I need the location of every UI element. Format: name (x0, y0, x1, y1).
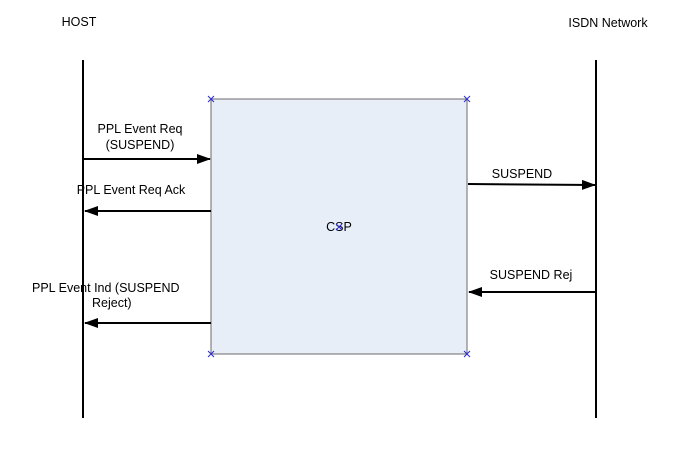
isdn-network-title: ISDN Network (568, 16, 648, 30)
handle-top-left (207, 95, 215, 103)
ppl-event-ind-label-line2: Reject) (92, 296, 132, 310)
host-title: HOST (62, 15, 97, 29)
handle-top-right (463, 95, 471, 103)
handle-bottom-left (207, 350, 215, 358)
suspend-rej-label: SUSPEND Rej (490, 268, 573, 282)
ppl-event-req-ack-label: PPL Event Req Ack (77, 183, 186, 197)
ppl-event-req-label-line2: (SUSPEND) (106, 138, 175, 152)
selection-handles (207, 95, 471, 358)
suspend-label: SUSPEND (492, 167, 552, 181)
suspend-arrow (467, 179, 596, 190)
handle-center (335, 223, 343, 231)
ppl-event-req-label-line1: PPL Event Req (97, 122, 182, 136)
ppl-event-ind-label-line1: PPL Event Ind (SUSPEND (32, 281, 180, 295)
handle-bottom-right (463, 350, 471, 358)
